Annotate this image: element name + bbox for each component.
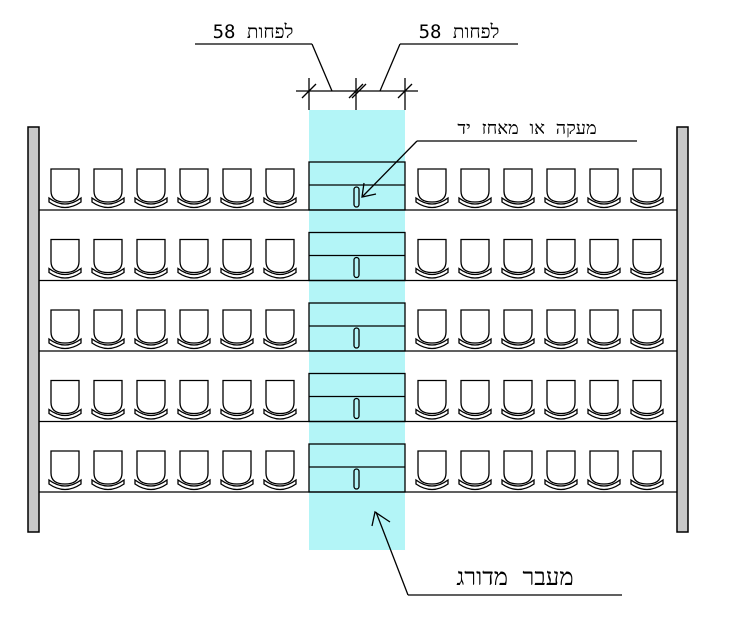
seat: [458, 238, 492, 279]
stepped-aisle-label: מעבר מדורג: [456, 563, 573, 591]
width-right-leader: [379, 43, 401, 92]
seat: [220, 309, 254, 350]
seat: [91, 379, 125, 420]
aisle-step: [308, 161, 406, 211]
seat: [134, 379, 168, 420]
seat: [177, 309, 211, 350]
seat: [220, 168, 254, 209]
seat: [544, 168, 578, 209]
handrail: [353, 186, 360, 208]
seat: [134, 168, 168, 209]
handrail: [353, 327, 360, 349]
seat: [91, 309, 125, 350]
seat: [587, 309, 621, 350]
seat: [544, 450, 578, 491]
seat: [263, 379, 297, 420]
handrail: [353, 397, 360, 420]
seat: [91, 168, 125, 209]
seat: [177, 379, 211, 420]
seat: [587, 168, 621, 209]
seat: [134, 238, 168, 279]
seat: [134, 309, 168, 350]
seat: [263, 168, 297, 209]
seat: [501, 450, 535, 491]
seat: [458, 379, 492, 420]
left-wall: [27, 126, 40, 533]
seat: [48, 379, 82, 420]
handrail-arrowhead: [361, 182, 377, 198]
aisle-step: [308, 231, 406, 282]
seat: [544, 309, 578, 350]
aisle-leader: [375, 511, 409, 596]
seat: [263, 450, 297, 491]
seat: [458, 168, 492, 209]
seat: [501, 379, 535, 420]
seat: [48, 168, 82, 209]
seat: [458, 450, 492, 491]
seat: [587, 238, 621, 279]
seat: [415, 168, 449, 209]
seat: [544, 379, 578, 420]
width-left-label: לפחות 58: [213, 21, 294, 43]
seat: [415, 238, 449, 279]
seat: [91, 450, 125, 491]
seat: [263, 238, 297, 279]
aisle-step: [308, 443, 406, 493]
seat: [415, 309, 449, 350]
seat: [177, 168, 211, 209]
handrail: [353, 468, 360, 490]
seat: [501, 238, 535, 279]
seat: [630, 450, 664, 491]
seat: [91, 238, 125, 279]
seat: [587, 379, 621, 420]
seat: [220, 450, 254, 491]
seat: [177, 450, 211, 491]
right-wall: [676, 126, 689, 533]
seat: [48, 450, 82, 491]
aisle-area: [309, 110, 405, 550]
seat: [134, 450, 168, 491]
seat: [544, 238, 578, 279]
seat: [587, 450, 621, 491]
seat: [177, 238, 211, 279]
aisle-step: [308, 302, 406, 352]
seat: [220, 379, 254, 420]
seat: [220, 238, 254, 279]
seat: [630, 379, 664, 420]
seat: [48, 309, 82, 350]
seat: [501, 309, 535, 350]
seat: [415, 450, 449, 491]
handrail: [353, 256, 360, 279]
width-left-leader: [311, 43, 333, 92]
width-dimension: [296, 78, 418, 110]
handrail-label: מעקה או מאחז יד: [457, 118, 596, 139]
seat: [501, 168, 535, 209]
width-right-label: לפחות 58: [419, 21, 500, 43]
aisle-arrowhead: [371, 510, 391, 527]
seat: [415, 379, 449, 420]
seat: [630, 238, 664, 279]
seat: [458, 309, 492, 350]
aisle-steps: [308, 161, 406, 493]
seat: [630, 309, 664, 350]
seat: [48, 238, 82, 279]
aisle-step: [308, 372, 406, 423]
seat: [263, 309, 297, 350]
seat: [630, 168, 664, 209]
handrail-leader: [362, 140, 418, 197]
